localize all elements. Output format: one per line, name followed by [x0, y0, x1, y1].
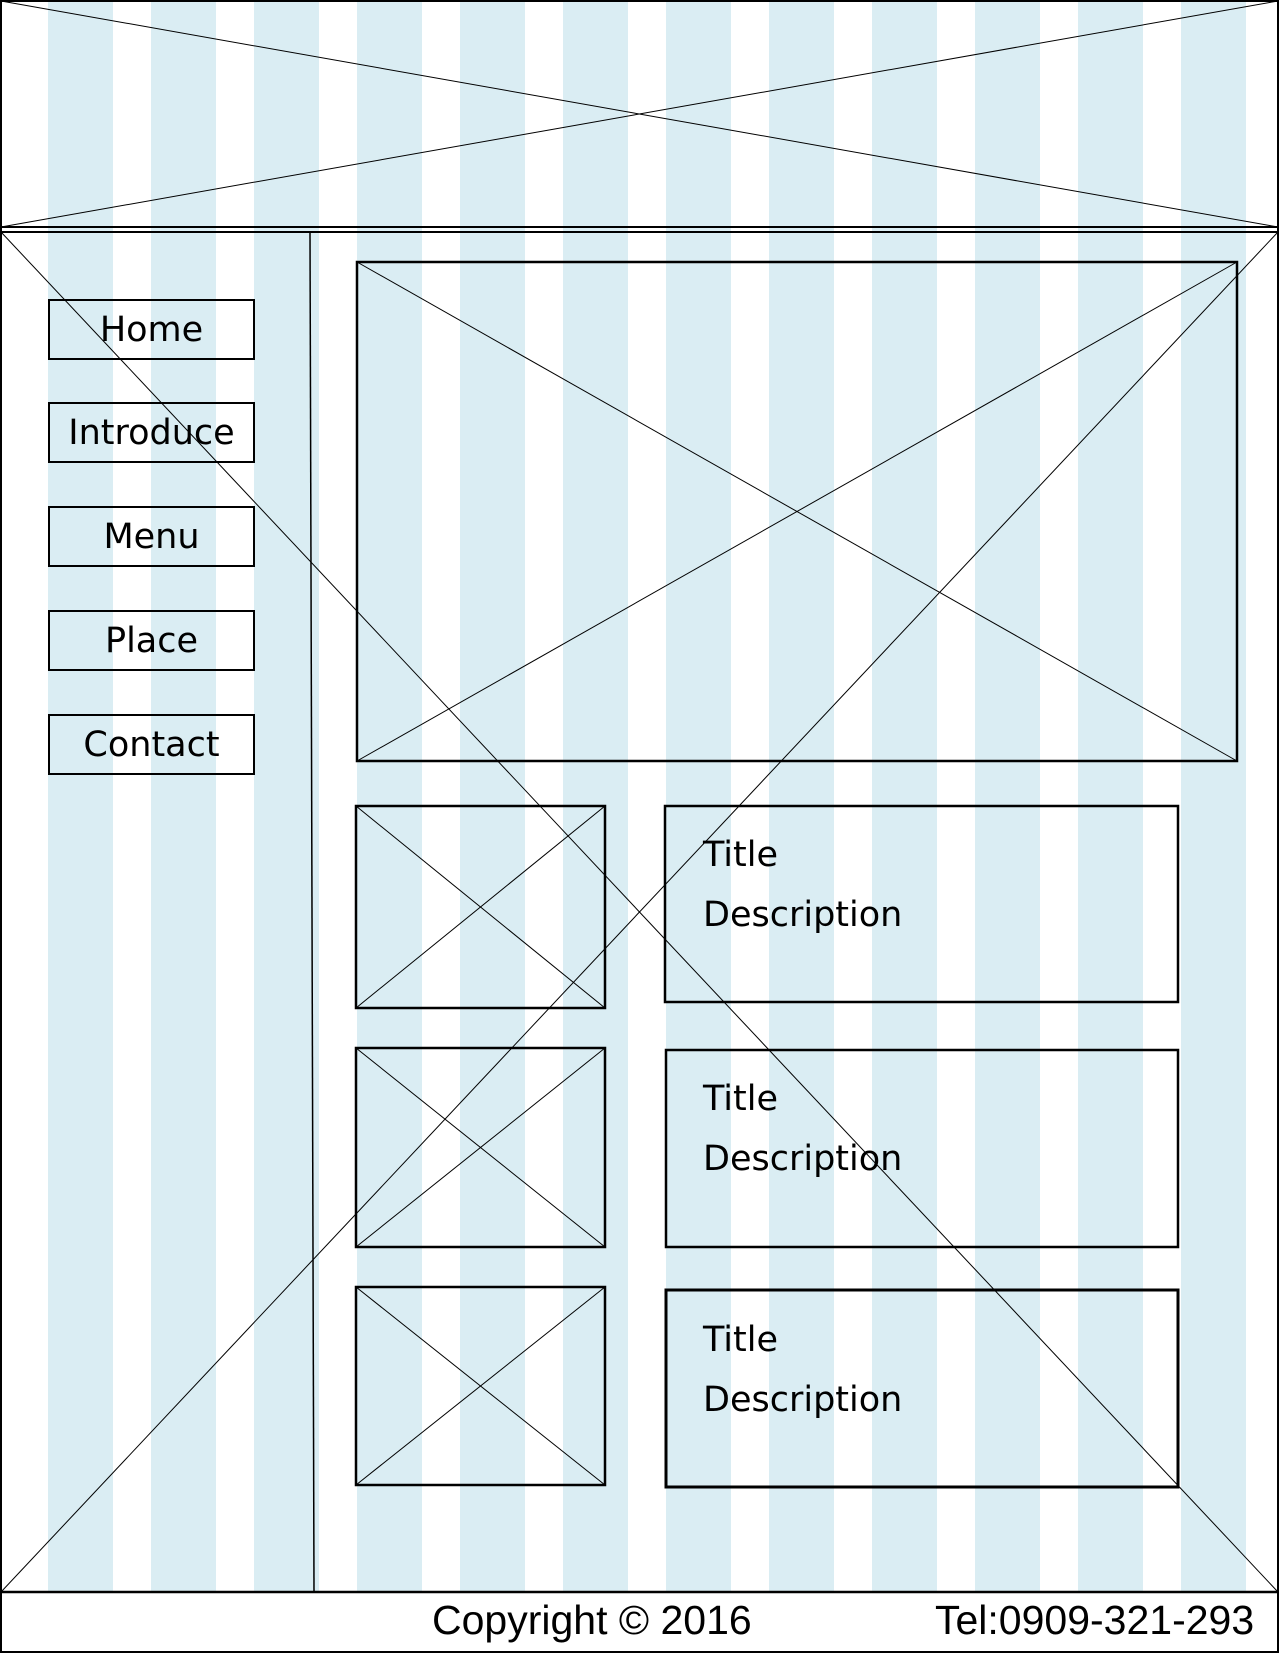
hero-cross-line	[356, 261, 1238, 762]
nav-introduce-label: Introduce	[68, 412, 235, 453]
card-thumbnail-placeholder	[354, 1285, 607, 1487]
card-text-box	[664, 1048, 1180, 1249]
card-description: Description	[703, 895, 903, 935]
card-title: Title	[703, 1079, 779, 1119]
grid-columns	[48, 0, 1246, 1592]
grid-column-stripe	[357, 0, 422, 1592]
nav-contact-button[interactable]: Contact	[48, 714, 255, 775]
card-description: Description	[703, 1139, 903, 1179]
grid-column-stripe	[151, 0, 216, 1592]
body-cross-line	[0, 231, 1279, 1593]
nav-home-button[interactable]: Home	[48, 299, 255, 360]
nav-place-label: Place	[104, 620, 199, 661]
card-thumbnail-placeholder	[354, 804, 607, 1010]
nav-introduce-button[interactable]: Introduce	[48, 402, 255, 463]
card-description: Description	[703, 1380, 903, 1420]
grid-column-stripe	[872, 0, 937, 1592]
thumbnail-cross-line	[355, 1286, 606, 1486]
sidebar-divider	[309, 232, 315, 1593]
nav-place-button[interactable]: Place	[48, 610, 255, 671]
grid-column-stripe	[460, 0, 525, 1592]
card-title: Title	[703, 1320, 779, 1360]
nav-menu-button[interactable]: Menu	[48, 506, 255, 567]
card-text-box	[663, 804, 1180, 1004]
card-text-box	[664, 1288, 1180, 1489]
footer-copyright: Copyright © 2016	[432, 1597, 752, 1643]
footer-tel: Tel:0909-321-293	[935, 1597, 1255, 1643]
nav-menu-label: Menu	[103, 516, 200, 557]
thumbnail-cross-line	[355, 805, 606, 1009]
hero-image-placeholder	[355, 260, 1239, 763]
grid-column-stripe	[666, 0, 731, 1592]
grid-column-stripe	[769, 0, 834, 1592]
grid-column-stripe	[48, 0, 113, 1592]
grid-column-stripe	[563, 0, 628, 1592]
card-title: Title	[703, 835, 779, 875]
thumbnail-cross-line	[355, 1047, 606, 1248]
nav-home-label: Home	[99, 309, 204, 350]
card-thumbnail-placeholder	[354, 1046, 607, 1249]
grid-column-stripe	[1181, 0, 1246, 1592]
grid-column-stripe	[975, 0, 1040, 1592]
nav-contact-label: Contact	[83, 724, 220, 765]
grid-column-stripe	[254, 0, 319, 1592]
header-cross-line	[0, 0, 1279, 228]
grid-column-stripe	[1078, 0, 1143, 1592]
